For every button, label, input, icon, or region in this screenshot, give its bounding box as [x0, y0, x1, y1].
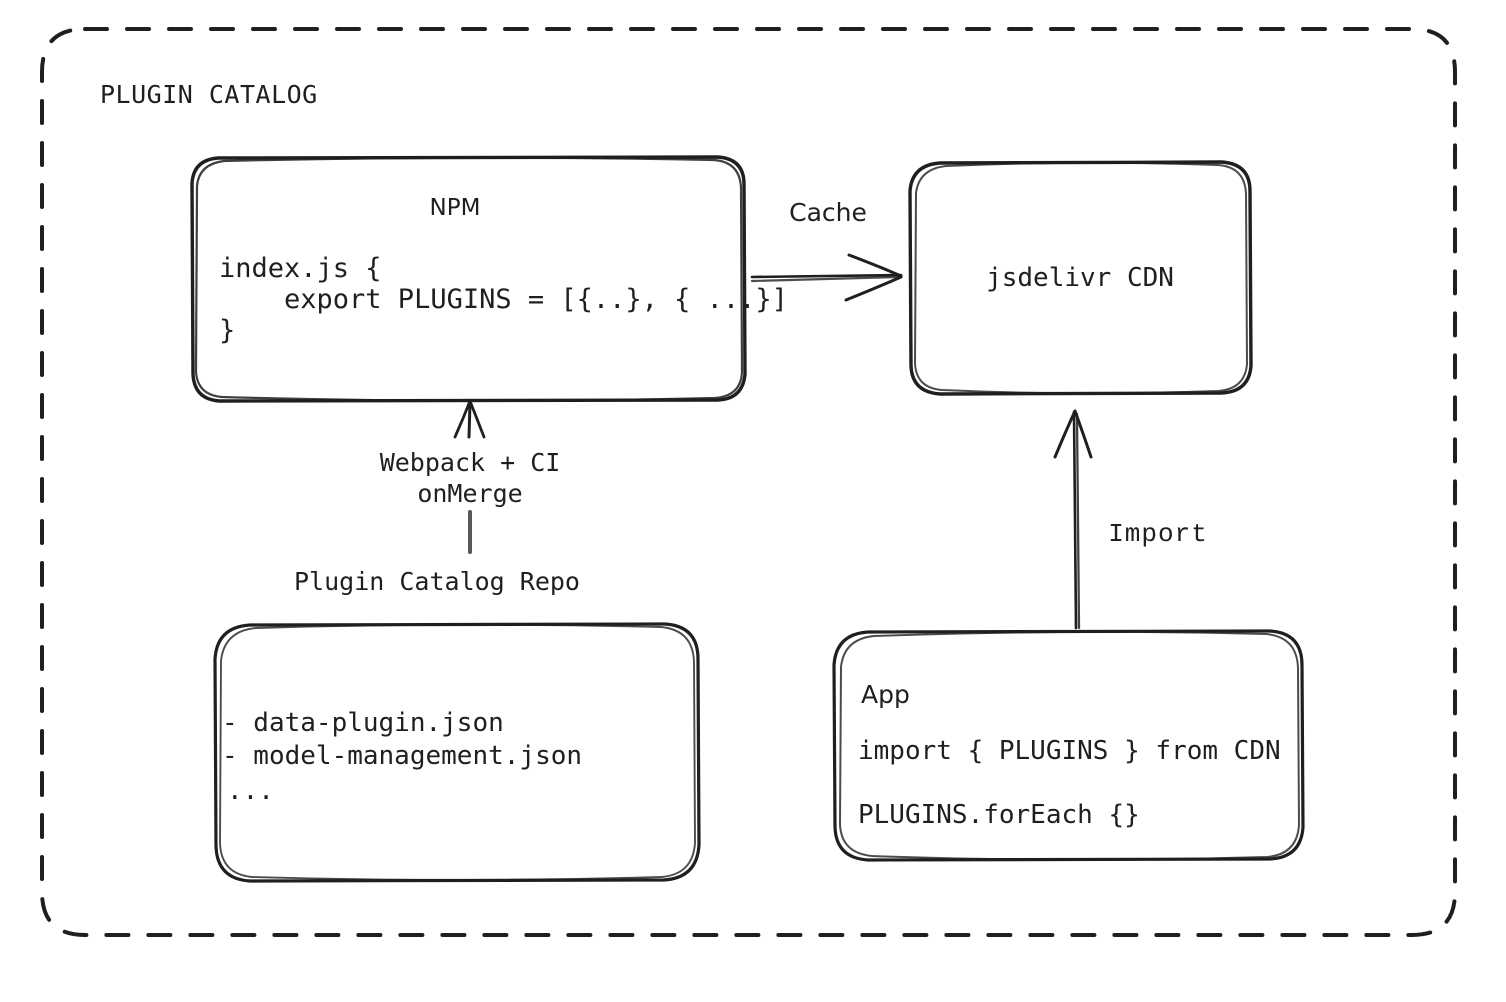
repo-list-item: - data-plugin.json	[222, 708, 504, 738]
app-code-line-2: PLUGINS.forEach {}	[858, 800, 1140, 830]
cdn-node-title: jsdelivr CDN	[986, 263, 1174, 293]
npm-code-line-3: }	[219, 315, 236, 346]
import-edge-label: Import	[1108, 519, 1208, 549]
repo-list-item: ...	[227, 776, 274, 806]
npm-code-line-1: index.js {	[219, 253, 382, 284]
npm-code-line-2: export PLUGINS = [{..}, { ...}]	[219, 284, 788, 315]
app-code-line-1: import { PLUGINS } from CDN	[858, 736, 1281, 766]
repo-node-title: Plugin Catalog Repo	[294, 567, 580, 596]
build-edge-label-line-2: onMerge	[417, 479, 523, 508]
build-edge-label-line-1: Webpack + CI	[379, 448, 561, 477]
app-node-title: App	[861, 680, 910, 709]
npm-node-title: NPM	[429, 195, 481, 221]
import-arrow	[1053, 409, 1093, 630]
diagram-title: PLUGIN CATALOG	[100, 80, 318, 109]
repo-list-item: - model-management.json	[222, 741, 583, 771]
cache-edge-label: Cache	[789, 198, 867, 227]
